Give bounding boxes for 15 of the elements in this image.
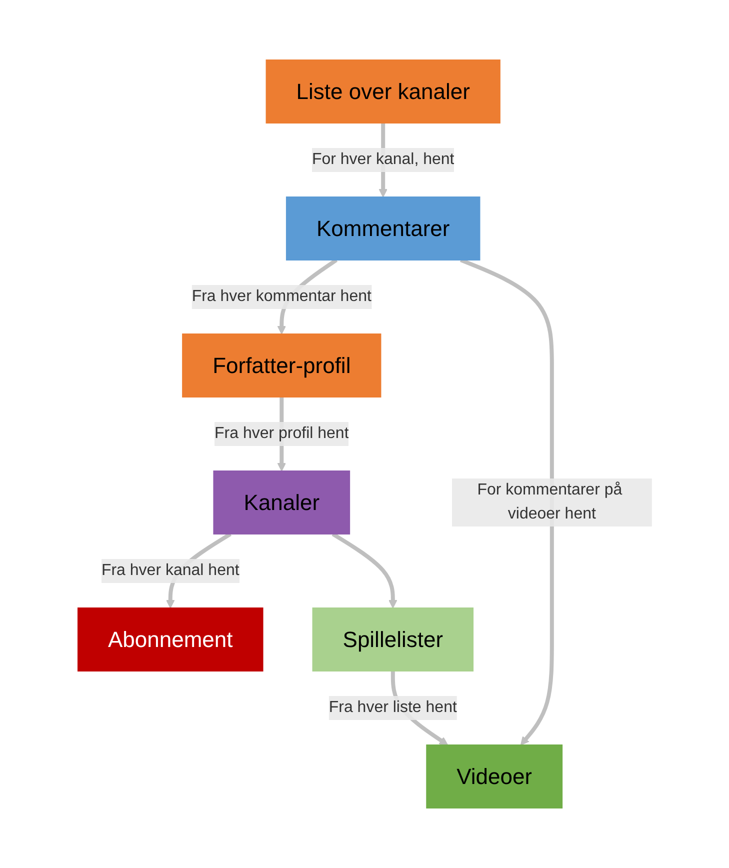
edge-label: Fra hver kommentar hent (191, 288, 371, 305)
node-box: Liste over kanaler (265, 60, 500, 124)
edge-label: Fra hver profil hent (214, 424, 348, 442)
arrow (331, 532, 397, 608)
arrow (460, 258, 554, 746)
node-box: Forfatter-profil (182, 334, 381, 398)
node-box: Abonnement (77, 608, 263, 672)
node-box: Videoer (426, 744, 562, 808)
edge-label: Fra hver kanal hent (100, 562, 239, 579)
edge-label: For kommentarer på videoer hent (476, 481, 622, 522)
edge-label: For hver kanal, hent (311, 151, 454, 168)
edge-label: Fra hver liste hent (328, 698, 456, 716)
node-box: Kommentarer (286, 196, 480, 260)
node-box: Kanaler (212, 470, 350, 534)
node-box: Spillelister (312, 608, 474, 672)
